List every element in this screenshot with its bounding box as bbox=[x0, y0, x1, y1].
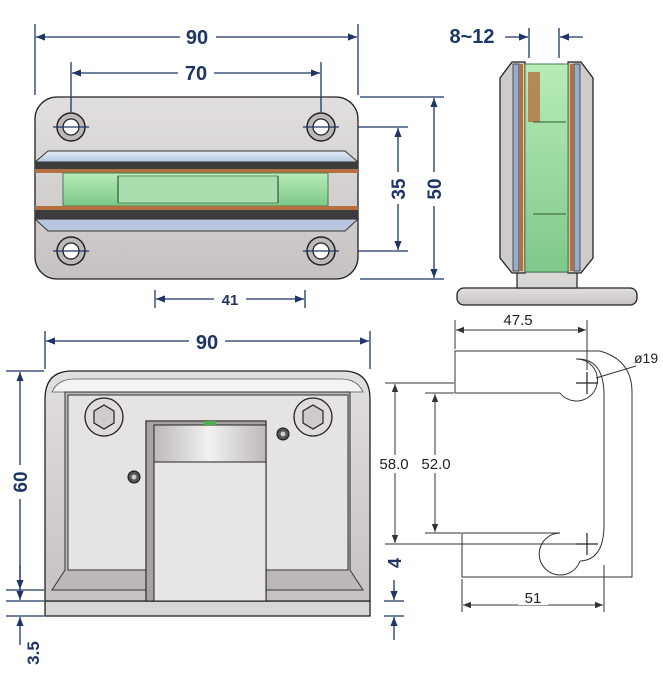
upper-clamp-edge bbox=[33, 150, 360, 163]
lower-gasket bbox=[35, 210, 358, 219]
dim-outer-span: 58.0 bbox=[374, 382, 576, 545]
bolt-right-icon bbox=[293, 397, 333, 437]
front-view: 90 70 35 50 bbox=[33, 24, 446, 309]
upper-copper-strip bbox=[35, 169, 358, 173]
label-hole-diameter: ø19 bbox=[634, 350, 658, 366]
lower-clamp-edge bbox=[33, 218, 360, 232]
side-base-plate bbox=[456, 287, 638, 306]
label-clamp-height: 35 bbox=[389, 178, 410, 200]
dim-base-width: 90 bbox=[44, 329, 371, 369]
dim-inner-span: 52.0 bbox=[416, 392, 461, 534]
hinge-barrel bbox=[153, 424, 267, 463]
dim-hole-spacing: 70 bbox=[70, 60, 322, 112]
dim-glass-thickness: 8~12 bbox=[449, 26, 583, 58]
label-hole-spacing: 70 bbox=[185, 63, 207, 85]
label-base-height: 60 bbox=[11, 471, 32, 492]
template-outline bbox=[454, 350, 633, 578]
dim-template-bottom: 51 bbox=[461, 565, 605, 612]
template-view: 47.5 ø19 58.0 52.0 4 bbox=[374, 312, 658, 640]
label-outer-span: 58.0 bbox=[379, 456, 408, 473]
dim-base-height: 60 bbox=[5, 370, 44, 591]
upper-gasket bbox=[35, 162, 358, 169]
base-view: 90 60 3.5 bbox=[5, 329, 371, 665]
label-glass-thickness: 8~12 bbox=[449, 26, 494, 48]
dim-front-width: 90 bbox=[34, 24, 359, 95]
side-view: 8~12 bbox=[449, 26, 638, 306]
base-bottom-plate bbox=[44, 600, 371, 617]
dim-hole-diameter: ø19 bbox=[595, 350, 658, 379]
label-inner-span: 52.0 bbox=[421, 456, 450, 473]
glass-pad-inner bbox=[117, 175, 279, 204]
dim-bottom-length: 41 bbox=[154, 289, 306, 309]
set-screw-left-icon bbox=[127, 470, 141, 484]
dim-front-height: 50 bbox=[360, 96, 446, 280]
dim-clamp-height: 35 bbox=[358, 126, 410, 252]
label-template-gap: 4 bbox=[385, 558, 405, 568]
label-base-width: 90 bbox=[196, 332, 218, 354]
lower-copper-strip bbox=[35, 206, 358, 210]
label-plate-thickness: 3.5 bbox=[24, 641, 43, 665]
label-front-width: 90 bbox=[186, 27, 208, 49]
set-screw-right-icon bbox=[276, 427, 290, 441]
dim-plate-thickness: 3.5 bbox=[6, 565, 44, 665]
label-front-height: 50 bbox=[425, 178, 446, 199]
label-bottom-length: 41 bbox=[222, 292, 239, 309]
label-template-bottom: 51 bbox=[525, 590, 542, 607]
dim-template-top: 47.5 bbox=[454, 312, 588, 370]
dim-template-gap: 4 bbox=[384, 558, 405, 640]
label-template-top: 47.5 bbox=[503, 312, 532, 329]
bolt-left-icon bbox=[84, 397, 124, 437]
